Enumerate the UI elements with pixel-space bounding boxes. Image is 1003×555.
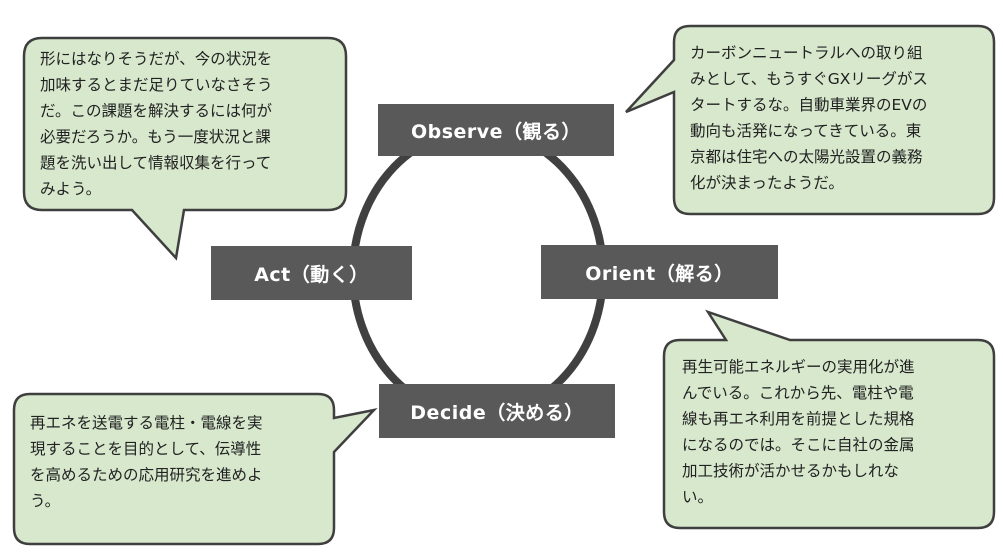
act-note-text: 形にはなりそうだが、今の状況を 加味するとまだ足りていなさそう だ。この課題を解… [40, 50, 273, 198]
decide-speech-bubble [12, 392, 378, 546]
observe-speech-bubble [625, 24, 996, 216]
decide-node: Decide（決める） [379, 384, 615, 438]
act-speech-bubble [22, 36, 348, 261]
orient-note-text: 再生可能エネルギーの実用化が進 んでいる。これから先、電柱や電 線も再エネ利用を… [682, 358, 915, 506]
orient-speech-bubble [662, 309, 996, 530]
observe-note-text: カーボンニュートラルへの取り組 みとして、もうすぐGXリーグがス タートするな。… [690, 44, 928, 192]
orient-node: Orient（解る） [541, 245, 778, 299]
act-node: Act（動く） [211, 246, 412, 300]
decide-note-text: 再エネを送電する電柱・電線を実 現することを目的として、伝導性 を高めるための応… [30, 414, 263, 510]
observe-node: Observe（観る） [378, 104, 614, 156]
